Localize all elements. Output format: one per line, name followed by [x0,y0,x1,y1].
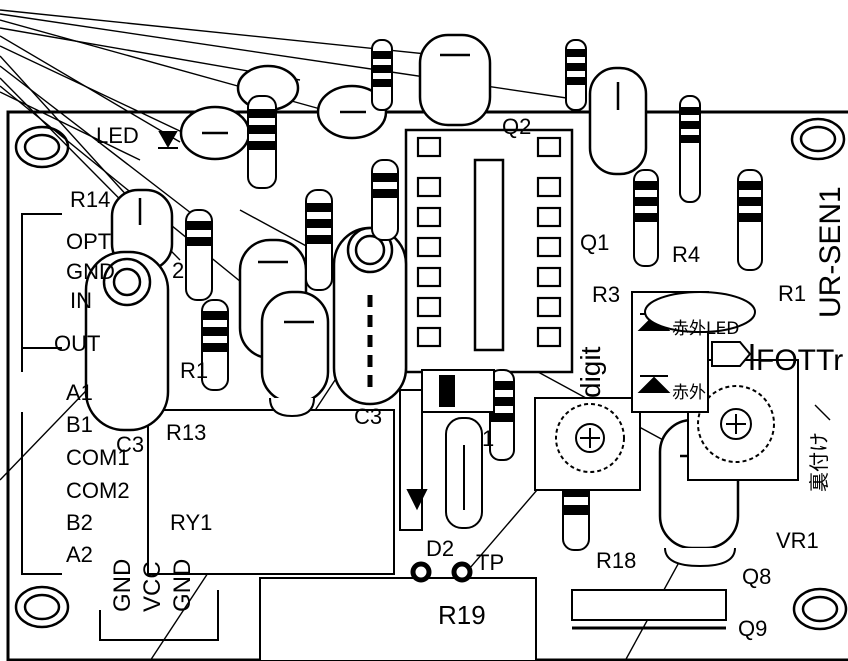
label-r3: R3 [592,282,620,307]
cap-center-2 [260,290,330,404]
label-r14: R14 [70,187,110,212]
component-legs [269,397,736,568]
label-b2: B2 [66,510,93,535]
label-com2: COM2 [66,478,130,503]
cap-top-center [418,33,492,127]
cap-c3-left [84,250,170,432]
resistors [185,39,763,551]
resistor-5 [247,95,277,189]
label-a1: A1 [66,380,93,405]
ir-led-group [631,291,756,413]
resistor-9 [185,209,213,301]
resistor-6 [489,369,515,461]
label-r13: R13 [166,420,206,445]
label-fottr: FOTTr [756,344,843,377]
resistor-1 [371,39,393,111]
label-one: 1 [482,426,494,451]
label-opt: OPT [66,229,111,254]
connector-bottom [99,590,219,641]
label-r18: R18 [596,548,636,573]
mounting-hole-top-left [14,125,70,169]
resistor-3 [679,95,701,203]
label-b1: B1 [66,412,93,437]
label-pin-vcc: VCC [139,561,166,612]
trimmer-left [534,397,641,491]
label-r1: R1 [778,281,806,306]
resistor-7 [371,159,399,241]
label-ur-sen1: UR-SEN1 [814,186,847,318]
label-digit: digit [575,346,606,398]
cap-c3-mid [332,226,408,406]
label-com1: COM1 [66,445,130,470]
label-led: LED [96,123,139,148]
resistor-4 [201,299,229,391]
label-pin-gnd1: GND [109,559,136,612]
label-d2: D2 [426,536,454,561]
relay-ry1 [147,409,395,575]
trimmers [534,359,799,491]
label-q9: Q9 [738,616,767,641]
cap-mid [316,84,388,140]
label-gnd: GND [66,259,115,284]
resistor-r3 [633,169,659,267]
label-uratsuke: 裏付け [807,432,831,492]
label-sekigai-2: 赤外 [672,383,706,403]
mounting-holes [14,117,848,631]
label-q2: Q2 [502,114,531,139]
label-c3-mid: C3 [354,404,382,429]
label-two: 2 [172,258,184,283]
label-vr1: VR1 [776,528,819,553]
diodes [399,369,495,531]
label-sekigai-led: 赤外LED [672,319,739,339]
label-tp: TP [476,550,504,575]
mounting-hole-top-right [790,117,846,161]
connector-left-top [21,213,62,575]
resistor-2 [565,39,587,111]
mounting-hole-bottom-right [792,587,848,631]
ic-socket [404,128,574,374]
resistor-r19-outline [259,577,537,661]
cap-top-right [588,66,648,176]
label-c3-left: C3 [116,432,144,457]
mounting-hole-bottom-left [14,585,70,629]
cap-led [179,105,251,161]
label-out: OUT [54,331,100,356]
test-pads [410,561,473,583]
resistor-r1 [737,169,763,271]
label-r1-left: R1 [180,358,208,383]
label-pin-gnd2: GND [169,559,196,612]
led-symbol [158,131,178,149]
label-in: IN [70,288,92,313]
labels: LED R14 OPT GND IN OUT A1 B1 COM1 COM2 B… [54,114,847,641]
label-ry1: RY1 [170,510,212,535]
ic-pins-left [416,136,442,348]
label-q1: Q1 [580,230,609,255]
resistor-8 [305,189,333,291]
q9-outline [571,589,727,630]
capacitors [84,33,740,550]
label-q8: Q8 [742,564,771,589]
label-r4: R4 [672,242,700,267]
ic-pins-right [536,136,562,348]
label-a2: A2 [66,542,93,567]
label-r19: R19 [438,600,486,630]
